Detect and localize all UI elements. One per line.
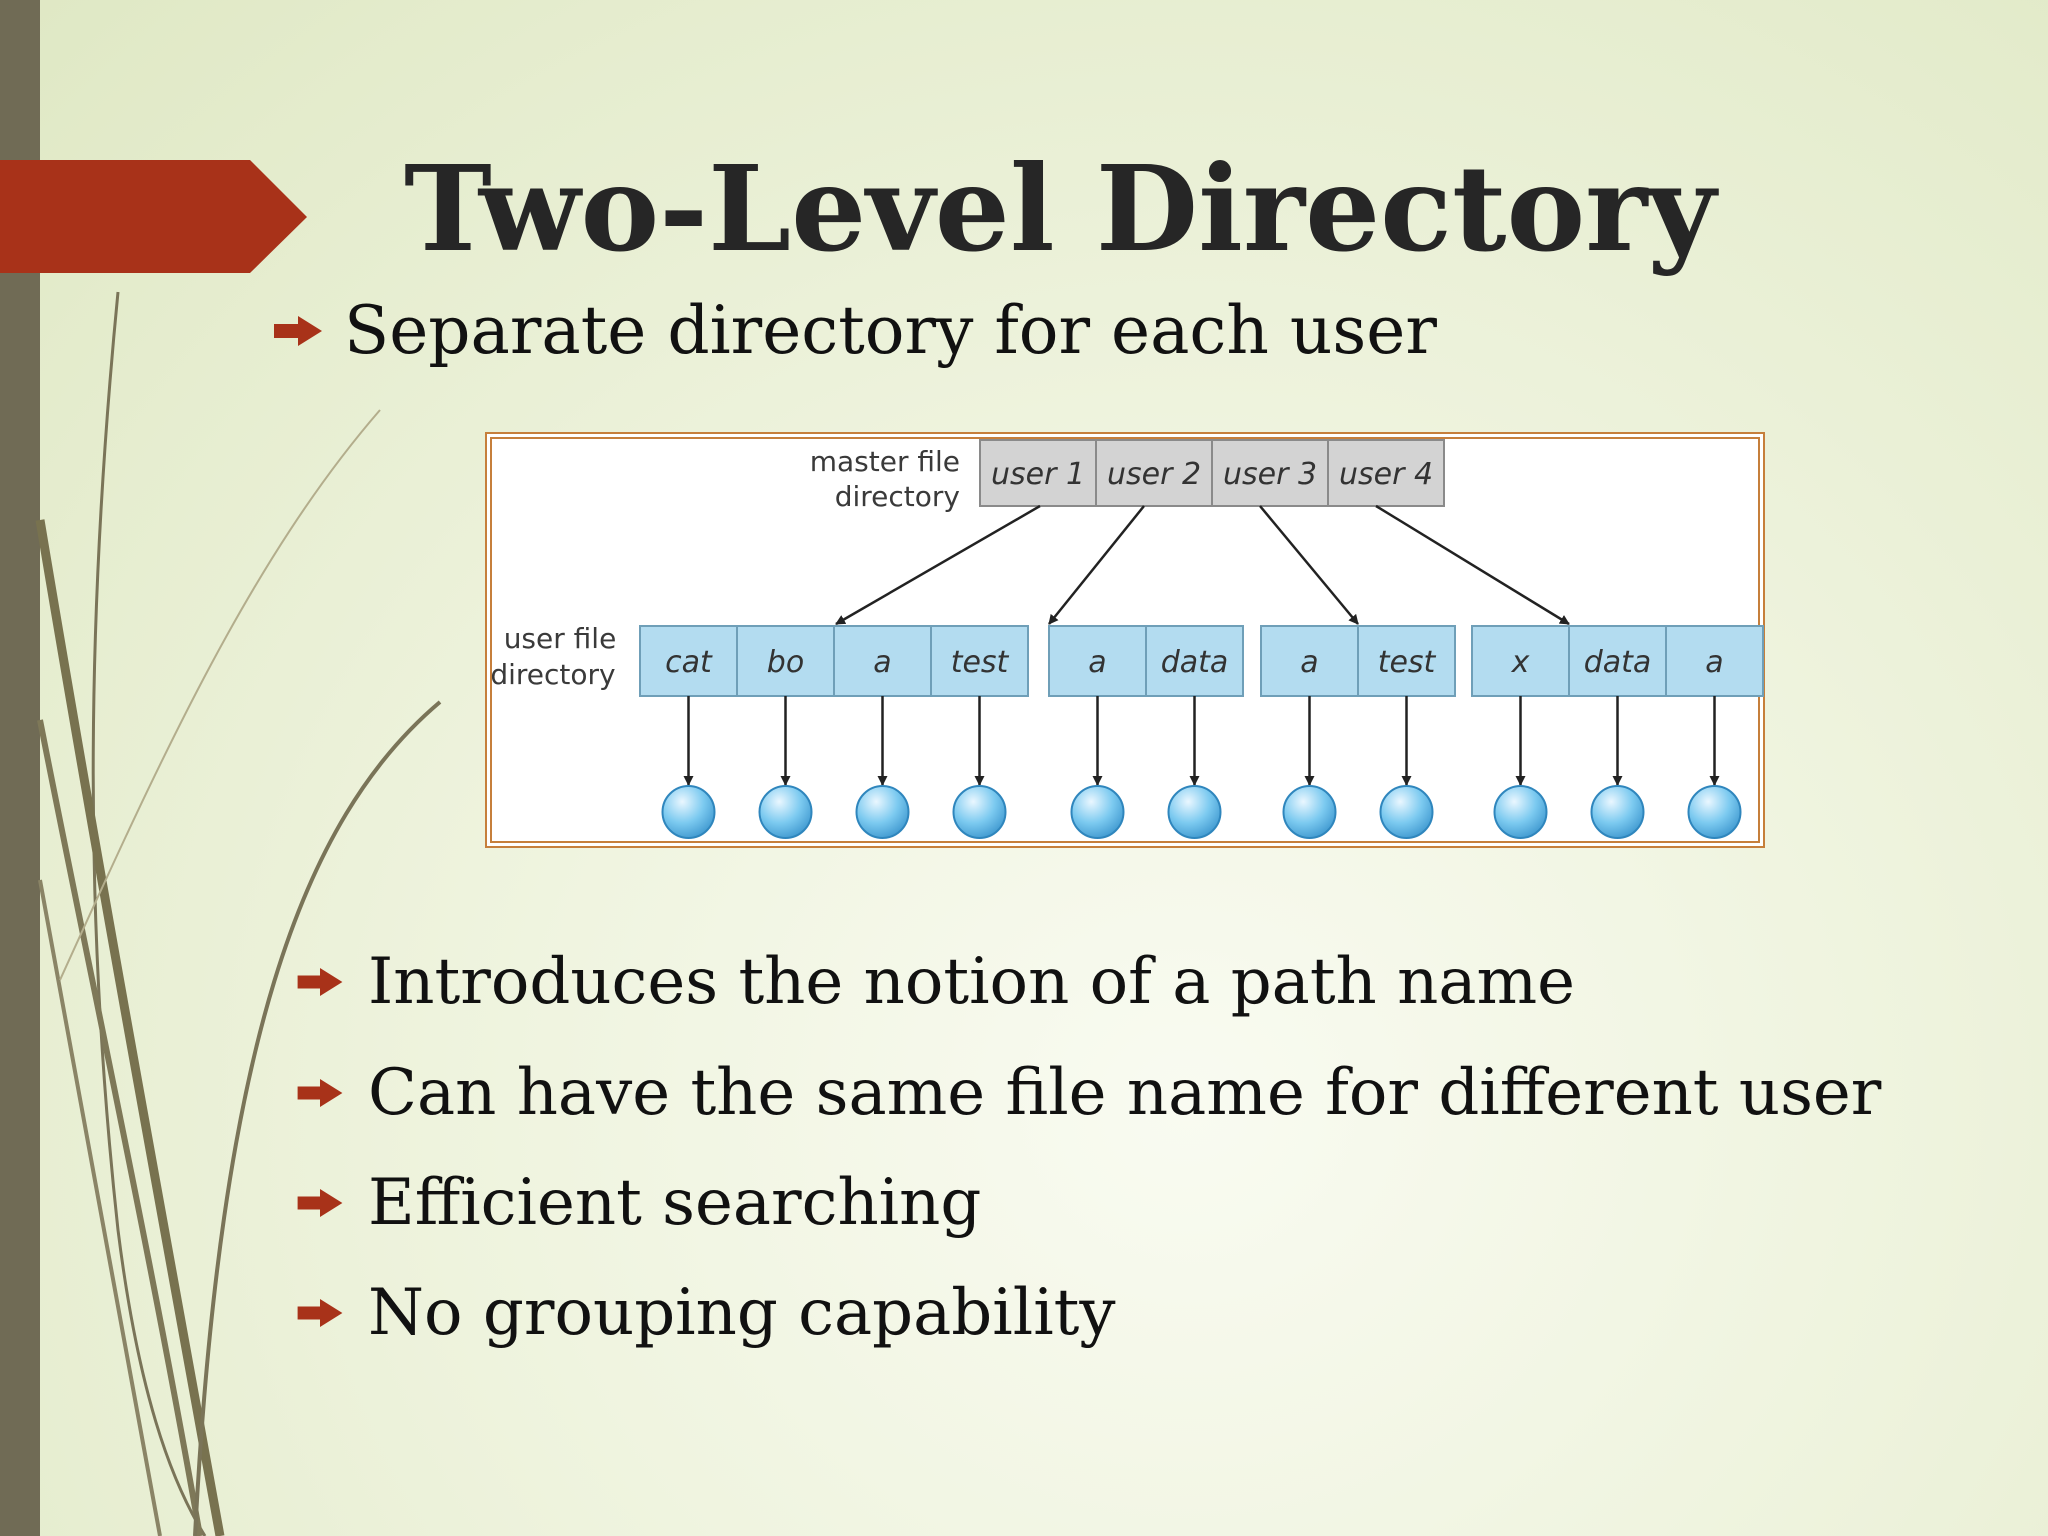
ufd-cell — [833, 625, 932, 697]
ufd-cell — [1568, 625, 1667, 697]
ufd-cell — [1260, 625, 1359, 697]
ufd-cell — [1665, 625, 1764, 697]
arrow-bullet-icon — [274, 315, 322, 346]
ufd-cell — [930, 625, 1029, 697]
bullet-text: Introduces the notion of a path name — [368, 945, 1576, 1019]
file-node — [1167, 785, 1222, 839]
file-node — [1379, 785, 1434, 839]
ufd-cell — [1357, 625, 1456, 697]
mfd-cell-label: user 2 — [1107, 457, 1201, 492]
file-node — [1282, 785, 1337, 839]
file-node — [855, 785, 910, 839]
ufd-cell — [1048, 625, 1147, 697]
arrow-bullet-icon — [297, 1299, 343, 1327]
ufd-cell-label: data — [1161, 645, 1229, 680]
title-arrow-banner — [0, 160, 307, 273]
ufd-cell-label: test — [951, 645, 1010, 680]
file-node — [952, 785, 1007, 839]
file-node — [1070, 785, 1125, 839]
mfd-pointer-arrow — [1259, 505, 1359, 625]
file-node — [1590, 785, 1645, 839]
mfd-cell-label: user 4 — [1339, 457, 1433, 492]
bullet-item: Efficient searching — [296, 1166, 981, 1240]
ufd-cell — [1145, 625, 1244, 697]
file-node — [758, 785, 813, 839]
bullet-top: Separate directory for each user — [274, 292, 1437, 369]
page-title: Two-Level Directory — [404, 139, 1716, 278]
ufd-cell-label: a — [1705, 645, 1723, 680]
mfd-cell-label: user 1 — [991, 457, 1085, 492]
bullet-text: Can have the same file name for differen… — [368, 1056, 1882, 1130]
file-node — [661, 785, 716, 839]
ufd-cell-label: data — [1584, 645, 1652, 680]
mfd-pointer-arrow — [835, 504, 1041, 626]
bullet-item: Can have the same file name for differen… — [296, 1056, 1881, 1130]
arrow-bullet-icon — [297, 1189, 343, 1217]
file-node — [1493, 785, 1548, 839]
arrow-bullet-icon — [297, 968, 343, 996]
mfd-cell — [1211, 439, 1329, 507]
file-node — [1687, 785, 1742, 839]
ufd-cell-label: a — [1088, 645, 1106, 680]
bullet-item: No grouping capability — [296, 1276, 1116, 1350]
mfd-pointer-arrow — [1375, 504, 1570, 626]
bullet-text: No grouping capability — [368, 1276, 1116, 1350]
mfd-cell — [1095, 439, 1213, 507]
mfd-pointer-arrow — [1048, 505, 1145, 625]
ufd-cell-label: test — [1378, 645, 1437, 680]
arrow-bullet-icon — [297, 1079, 343, 1107]
ufd-cell-label: a — [873, 645, 891, 680]
ufd-cell-label: bo — [767, 645, 804, 680]
ufd-cell-label: cat — [665, 645, 713, 680]
mfd-cell — [1327, 439, 1445, 507]
bullet-item: Introduces the notion of a path name — [296, 945, 1575, 1019]
mfd-cell-label: user 3 — [1223, 457, 1317, 492]
ufd-cell-label: a — [1300, 645, 1318, 680]
bullet-text: Separate directory for each user — [344, 292, 1437, 369]
decorative-curves — [35, 291, 442, 1536]
bullet-text: Efficient searching — [368, 1166, 982, 1240]
ufd-cell — [736, 625, 835, 697]
ufd-cell-label: x — [1511, 645, 1530, 680]
